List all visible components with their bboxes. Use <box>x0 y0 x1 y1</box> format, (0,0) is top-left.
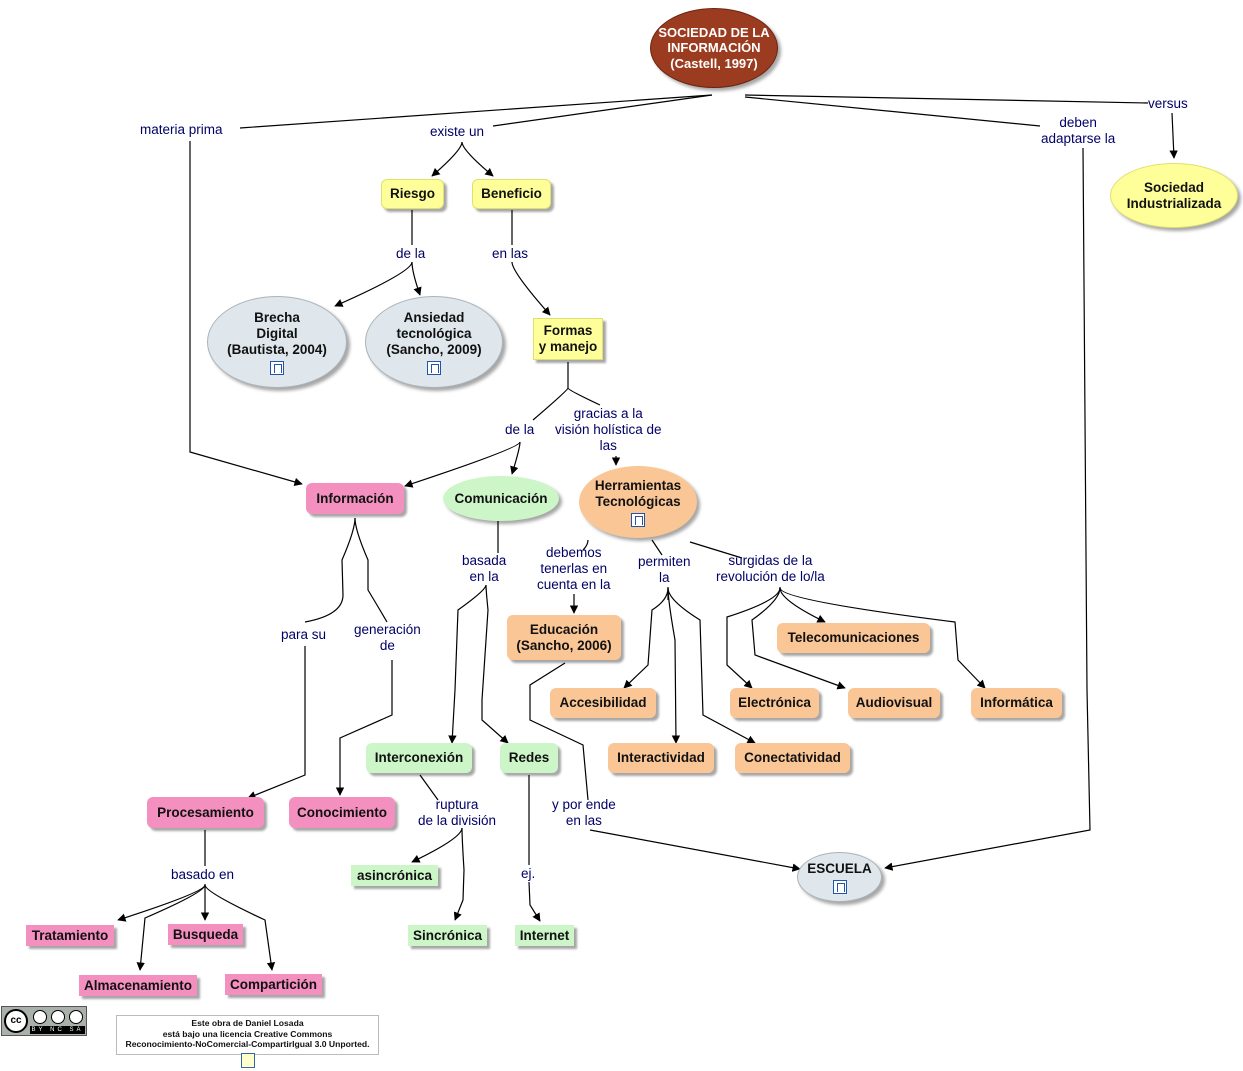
escuela-text: ESCUELA <box>807 860 872 876</box>
node-beneficio[interactable]: Beneficio <box>472 179 551 209</box>
node-asincronica[interactable]: asincrónica <box>351 865 438 886</box>
node-riesgo[interactable]: Riesgo <box>381 179 444 209</box>
label-para-su: para su <box>281 627 327 642</box>
root-node-sociedad-informacion[interactable]: SOCIEDAD DE LA INFORMACIÓN (Castell, 199… <box>650 8 778 88</box>
nc-icon <box>51 1010 65 1024</box>
node-sincronica[interactable]: Sincrónica <box>408 925 487 946</box>
concept-map-icon[interactable] <box>832 879 847 894</box>
node-electronica[interactable]: Electrónica <box>730 688 819 718</box>
node-accesibilidad[interactable]: Accesibilidad <box>550 688 656 718</box>
node-formas-manejo[interactable]: Formas y manejo <box>533 318 603 360</box>
license-notice: Este obra de Daniel Losada está bajo una… <box>116 1015 379 1055</box>
node-busqueda[interactable]: Busqueda <box>168 924 243 945</box>
node-interactividad[interactable]: Interactividad <box>608 743 714 773</box>
node-redes[interactable]: Redes <box>500 743 558 773</box>
label-surgidas: surgidas de la revolución de lo/la <box>716 553 825 584</box>
label-materia-prima: materia prima <box>140 122 223 137</box>
by-icon <box>33 1010 47 1024</box>
cc-license-badge[interactable]: cc BY NC SA <box>1 1006 87 1036</box>
concept-map-icon[interactable] <box>270 360 284 375</box>
node-comparticion[interactable]: Compartición <box>225 974 322 995</box>
node-sociedad-industrializada[interactable]: Sociedad Industrializada <box>1110 163 1238 228</box>
label-ej: ej. <box>521 866 536 881</box>
license-line-2: está bajo una licencia Creative Commons <box>162 1028 333 1039</box>
label-ruptura: ruptura de la división <box>418 797 497 828</box>
node-audiovisual[interactable]: Audiovisual <box>848 688 940 718</box>
license-line-1: Este obra de Daniel Losada <box>191 1018 304 1028</box>
node-almacenamiento[interactable]: Almacenamiento <box>79 975 197 996</box>
brecha-text: Brecha Digital (Bautista, 2004) <box>227 309 327 357</box>
node-ansiedad-tecnologica[interactable]: Ansiedad tecnológica (Sancho, 2009) <box>365 296 503 388</box>
license-line-3: Reconocimiento-NoComercial-CompartirIgua… <box>125 1039 370 1049</box>
node-procesamiento[interactable]: Procesamiento <box>147 797 264 828</box>
node-brecha-digital[interactable]: Brecha Digital (Bautista, 2004) <box>207 296 347 388</box>
node-comunicacion[interactable]: Comunicación <box>443 476 559 521</box>
node-conectatividad[interactable]: Conectatividad <box>735 743 850 773</box>
label-basado-en: basado en <box>171 867 235 882</box>
label-basada-en-la: basada en la <box>462 553 507 584</box>
node-tratamiento[interactable]: Tratamiento <box>26 925 114 946</box>
root-line-1: SOCIEDAD DE LA <box>658 24 770 40</box>
ansiedad-text: Ansiedad tecnológica (Sancho, 2009) <box>386 309 482 357</box>
cc-icon: cc <box>4 1009 28 1033</box>
label-permiten-la: permiten la <box>638 554 691 585</box>
node-informacion[interactable]: Información <box>306 483 404 514</box>
root-line-2: INFORMACIÓN <box>667 40 761 56</box>
label-y-por-ende: y por ende en las <box>552 797 616 828</box>
label-deben-adaptarse: deben adaptarse la <box>1041 115 1116 146</box>
label-versus: versus <box>1148 96 1188 111</box>
label-de-la-riesgo: de la <box>396 246 426 261</box>
node-educacion[interactable]: Educación (Sancho, 2006) <box>507 615 621 660</box>
node-herramientas-tecnologicas[interactable]: Herramientas Tecnológicas <box>579 466 697 538</box>
node-interconexion[interactable]: Interconexión <box>366 743 472 773</box>
concept-map-icon[interactable] <box>631 512 645 527</box>
sa-icon <box>69 1010 83 1024</box>
herramientas-text: Herramientas Tecnológicas <box>594 477 682 509</box>
node-informatica[interactable]: Informática <box>971 688 1062 718</box>
node-telecomunicaciones[interactable]: Telecomunicaciones <box>777 623 930 653</box>
node-conocimiento[interactable]: Conocimiento <box>289 797 395 828</box>
node-internet[interactable]: Internet <box>515 925 574 946</box>
label-gracias: gracias a la visión holística de las <box>555 406 662 453</box>
node-escuela[interactable]: ESCUELA <box>797 852 882 902</box>
label-debemos: debemos tenerlas en cuenta en la <box>537 545 611 592</box>
concept-map-icon[interactable] <box>427 360 441 375</box>
label-en-las: en las <box>492 246 529 261</box>
root-line-3: (Castell, 1997) <box>670 55 758 71</box>
label-de-la-formas: de la <box>505 422 535 437</box>
label-generacion-de: generación de <box>354 622 421 653</box>
cc-badge-strip: BY NC SA <box>30 1026 85 1034</box>
license-doc-icon[interactable] <box>241 1053 255 1068</box>
label-existe-un: existe un <box>430 124 485 139</box>
